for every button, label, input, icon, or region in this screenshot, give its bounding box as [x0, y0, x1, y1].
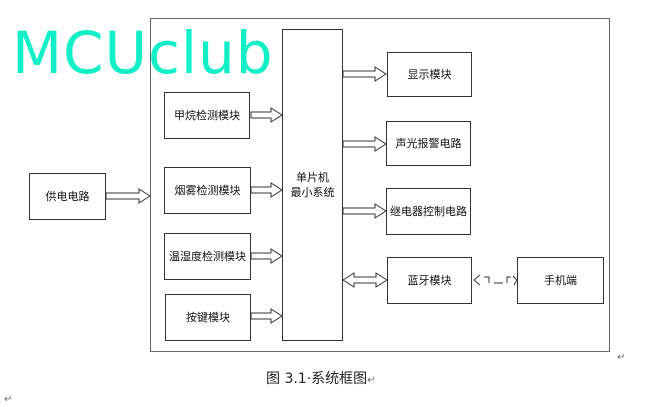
block-arrow	[250, 182, 283, 198]
block-arrow	[342, 136, 387, 152]
wireless-link-arrow	[473, 274, 518, 286]
power-label: 供电电路	[45, 190, 90, 203]
figure-caption: 图 3.1·系统框图↵	[266, 368, 376, 388]
key-module-box: 按键模块	[165, 294, 251, 341]
block-arrow	[342, 66, 387, 82]
relay-circuit-box: 继电器控制电路	[386, 188, 471, 235]
power-circuit-box: 供电电路	[29, 173, 106, 220]
temp-humidity-module-box: 温湿度检测模块	[164, 233, 251, 280]
block-arrow	[105, 188, 151, 204]
mcu-label-line1: 单片机	[296, 171, 329, 184]
output-label: 蓝牙模块	[407, 274, 452, 287]
mcu-box: 单片机 最小系统	[282, 29, 343, 341]
input-label: 温湿度检测模块	[169, 250, 246, 263]
return-mark: ↵	[367, 375, 376, 386]
system-boundary	[150, 18, 610, 352]
output-label: 显示模块	[407, 68, 452, 81]
caption-text: 图 3.1·系统框图	[266, 371, 368, 387]
block-arrow	[250, 308, 283, 324]
input-label: 按键模块	[186, 311, 230, 324]
block-arrow	[342, 272, 388, 288]
input-label: 烟雾检测模块	[174, 184, 241, 197]
block-arrow	[250, 248, 283, 264]
phone-label: 手机端	[544, 274, 577, 287]
watermark-logo: MCUclub	[12, 19, 274, 87]
alarm-circuit-box: 声光报警电路	[386, 121, 471, 166]
mcu-label-line2: 最小系统	[290, 186, 335, 199]
output-label: 声光报警电路	[395, 137, 462, 150]
output-label: 继电器控制电路	[390, 205, 467, 218]
methane-module-box: 甲烷检测模块	[164, 92, 250, 139]
phone-box: 手机端	[517, 257, 604, 304]
bluetooth-module-box: 蓝牙模块	[387, 257, 472, 304]
smoke-module-box: 烟雾检测模块	[164, 167, 251, 214]
return-mark: ↵	[4, 394, 13, 405]
block-arrow	[342, 203, 387, 219]
return-mark: ↵	[617, 352, 626, 363]
input-label: 甲烷检测模块	[174, 109, 240, 122]
block-arrow	[250, 107, 283, 123]
display-module-box: 显示模块	[387, 52, 472, 97]
